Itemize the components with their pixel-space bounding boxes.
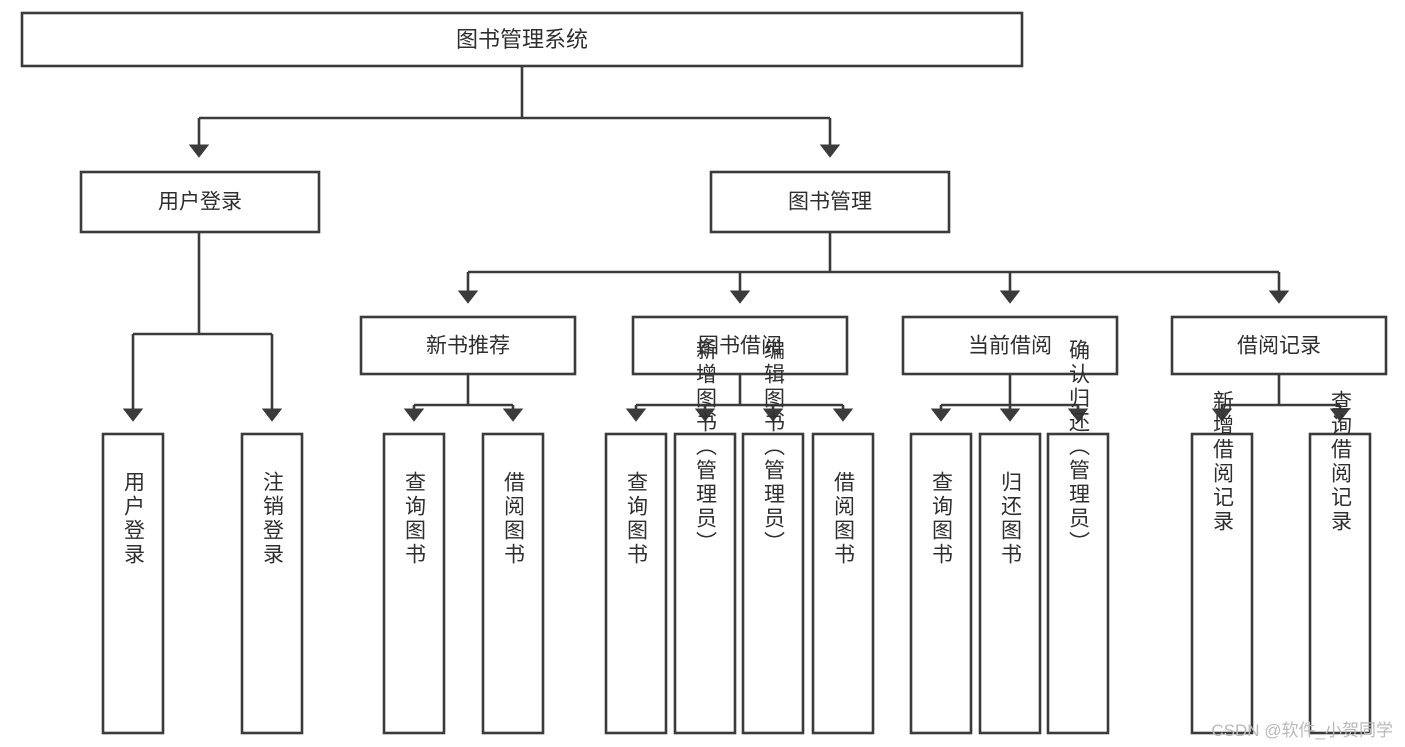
node-leaf-box[interactable] <box>673 432 737 735</box>
node-leaf-user-login-1[interactable]: 注销登录 <box>240 432 304 735</box>
node-leaf-box[interactable] <box>382 432 446 735</box>
node-leaf-label: 借阅图书 <box>832 471 856 567</box>
node-leaf-box[interactable] <box>481 432 545 735</box>
node-leaf-new-book-0[interactable]: 查询图书 <box>382 432 446 735</box>
node-user-login-label: 用户登录 <box>158 191 242 214</box>
node-borrow-record-box[interactable] <box>1170 315 1388 376</box>
node-leaf-label: 注销登录 <box>261 471 285 567</box>
node-leaf-current-borrow-0[interactable]: 查询图书 <box>909 432 973 735</box>
node-borrow-record-label: 借阅记录 <box>1237 335 1321 358</box>
node-root-box[interactable] <box>20 11 1024 68</box>
node-book-manage-box[interactable] <box>709 170 951 234</box>
node-book-manage-label: 图书管理 <box>788 191 872 214</box>
node-current-borrow[interactable]: 当前借阅 <box>901 315 1119 376</box>
node-book-borrow-box[interactable] <box>631 315 849 376</box>
node-leaf-box[interactable] <box>1190 432 1254 735</box>
node-leaf-box[interactable] <box>978 432 1042 735</box>
node-leaf-book-borrow-3[interactable]: 借阅图书 <box>811 432 875 735</box>
node-leaf-label: 用户登录 <box>122 471 146 567</box>
node-book-borrow-label: 图书借阅 <box>698 335 782 358</box>
node-leaf-book-borrow-1[interactable]: 新增图书（管理员） <box>673 339 737 735</box>
node-leaf-borrow-record-0[interactable]: 新增借阅记录 <box>1190 390 1254 735</box>
node-current-borrow-box[interactable] <box>901 315 1119 376</box>
node-leaf-current-borrow-2[interactable]: 确认归还（管理员） <box>1046 339 1110 735</box>
node-leaf-label: 归还图书 <box>999 471 1023 567</box>
node-leaf-current-borrow-1[interactable]: 归还图书 <box>978 432 1042 735</box>
node-user-login-box[interactable] <box>79 170 321 234</box>
connector-layer <box>122 66 1351 422</box>
node-leaf-box[interactable] <box>240 432 304 735</box>
node-leaf-label: 查询借阅记录 <box>1329 390 1353 534</box>
node-book-borrow[interactable]: 图书借阅 <box>631 315 849 376</box>
node-leaf-label: 新增借阅记录 <box>1211 390 1235 534</box>
node-new-book-recommend-box[interactable] <box>359 315 577 376</box>
node-leaf-box[interactable] <box>604 432 668 735</box>
node-new-book-recommend[interactable]: 新书推荐 <box>359 315 577 376</box>
node-leaf-user-login-0[interactable]: 用户登录 <box>101 432 165 735</box>
node-leaf-box[interactable] <box>1046 432 1110 735</box>
node-leaf-label: 编辑图书（管理员） <box>762 339 786 555</box>
node-leaf-label: 查询图书 <box>403 471 427 567</box>
node-leaf-box[interactable] <box>101 432 165 735</box>
node-user-login[interactable]: 用户登录 <box>79 170 321 234</box>
node-leaf-box[interactable] <box>811 432 875 735</box>
node-current-borrow-label: 当前借阅 <box>968 335 1052 358</box>
node-root-label: 图书管理系统 <box>456 27 588 52</box>
node-book-manage[interactable]: 图书管理 <box>709 170 951 234</box>
node-leaf-book-borrow-2[interactable]: 编辑图书（管理员） <box>741 339 805 735</box>
node-leaf-box[interactable] <box>1308 432 1372 735</box>
node-leaf-label: 查询图书 <box>625 471 649 567</box>
node-new-book-recommend-label: 新书推荐 <box>426 335 510 358</box>
node-leaf-box[interactable] <box>741 432 805 735</box>
node-root-system[interactable]: 图书管理系统 <box>20 11 1024 68</box>
node-leaf-book-borrow-0[interactable]: 查询图书 <box>604 432 668 735</box>
node-leaf-box[interactable] <box>909 432 973 735</box>
node-leaf-label: 确认归还（管理员） <box>1067 339 1091 555</box>
node-borrow-record[interactable]: 借阅记录 <box>1170 315 1388 376</box>
node-leaf-new-book-1[interactable]: 借阅图书 <box>481 432 545 735</box>
node-leaf-label: 查询图书 <box>930 471 954 567</box>
node-leaf-borrow-record-1[interactable]: 查询借阅记录 <box>1308 390 1372 735</box>
node-leaf-label: 借阅图书 <box>502 471 526 567</box>
node-leaf-label: 新增图书（管理员） <box>694 339 718 555</box>
